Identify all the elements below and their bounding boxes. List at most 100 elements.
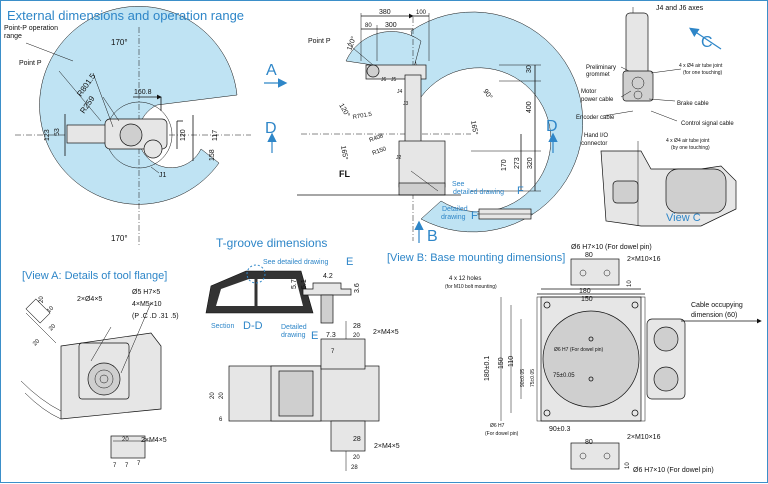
- vb-dim-80-top: 80: [585, 252, 593, 259]
- va-dim-7a: 7: [113, 463, 117, 469]
- vb-m10-top: 2×M10×16: [627, 256, 661, 263]
- va-holes-label: 2×Ø4×5: [77, 296, 102, 303]
- vb-cable-label-1: Cable occupying: [691, 302, 743, 309]
- vb-dowel-bottom: Ø6 H7×10 (For dowel pin): [633, 467, 714, 474]
- see-detail-e-letter: E: [346, 256, 353, 268]
- dim-380-label: 380: [379, 9, 391, 16]
- see-detail-e: See detailed drawing: [263, 259, 328, 266]
- vb-dim-90h: 90±0.3: [549, 426, 570, 433]
- base-circle: [542, 310, 640, 408]
- j1-label: J1: [159, 172, 167, 179]
- j3-label: J3: [403, 101, 409, 107]
- detailed-e-1: Detailed: [281, 324, 307, 331]
- middle-detail: 28 20 2×M4×5 7 28 20 2×M4×5 28 6 20 20: [210, 321, 400, 471]
- angle-120-left-label: 120°: [337, 102, 351, 119]
- mid-dim-28a: 28: [353, 323, 361, 330]
- marker-c: C: [701, 34, 713, 51]
- vb-dowel-top: Ø6 H7×10 (For dowel pin): [571, 244, 652, 251]
- marker-b: B: [427, 228, 438, 245]
- top-angle-label: 170°: [111, 38, 128, 47]
- air-tube-1-label: 4 x Ø4 air tube joint: [679, 63, 723, 69]
- va-dim-7b: 7: [125, 463, 129, 469]
- point-p-label: Point P: [19, 60, 42, 67]
- dim-170-label: 170: [501, 159, 508, 171]
- view-b: [View B: Base mounting dimensions] Ø6 H7…: [387, 244, 762, 474]
- view-a: [View A: Details of tool flange] 20 10 2…: [20, 270, 179, 469]
- dim-57-label: 5.7: [291, 279, 298, 289]
- mid-dim-7: 7: [331, 349, 335, 355]
- see-detail-f-2: detailed drawing: [453, 189, 504, 196]
- dim-300-label: 300: [385, 22, 397, 29]
- j6-label: J6: [381, 77, 387, 83]
- top-operation-range: [39, 6, 238, 205]
- mid-dim-20b: 20: [353, 455, 360, 461]
- va-dim-20d: 20: [122, 437, 129, 443]
- control-cable-label: Control signal cable: [681, 121, 734, 127]
- side-lower-arm: [404, 74, 422, 146]
- motor-cable-label-2: power cable: [581, 97, 614, 103]
- point-p-range-label: Point-P operation: [4, 25, 58, 32]
- mid-dim-20c: 20: [210, 392, 216, 399]
- vb-h7-left-sub: (For dowel pin): [485, 431, 519, 437]
- j2-label: J2: [396, 155, 402, 161]
- mid-dim-20a: 20: [353, 333, 360, 339]
- r408-label: R408: [369, 133, 385, 144]
- mid-m4a-label: 2×M4×5: [373, 329, 399, 336]
- va-dim-7c: 7: [137, 461, 141, 467]
- encoder-cable-label: Encoder cable: [576, 115, 615, 121]
- r150-label: R150: [372, 146, 388, 157]
- dim-273-label: 273: [514, 157, 521, 169]
- dim-160-label: 160.8: [134, 89, 152, 96]
- detailed-f-2: drawing: [441, 214, 466, 221]
- air-tube-2-sub: (by one touching): [671, 145, 710, 151]
- r7015-label: R701.5: [352, 112, 373, 121]
- heading-external-dimensions: External dimensions and operation range: [7, 8, 244, 23]
- motor-cable-label-1: Motor: [581, 89, 596, 95]
- detailed-f-1: Detailed: [442, 206, 468, 213]
- see-detail-f-letter: F: [517, 185, 524, 197]
- va-h7-label: Ø5 H7×5: [132, 289, 160, 296]
- brake-cable-label: Brake cable: [677, 101, 709, 107]
- view-c-arm: [625, 12, 649, 76]
- heading-t-groove: T-groove dimensions: [216, 236, 327, 250]
- air-tube-1-sub: (for one touching): [683, 70, 723, 76]
- angle-90-label: 90°: [481, 88, 494, 101]
- va-dim-20b: 20: [48, 323, 57, 332]
- dim-36-label: 3.6: [354, 283, 361, 293]
- detailed-f-letter: F: [471, 210, 478, 222]
- va-dim-10a: 10: [46, 305, 55, 314]
- vb-cable-label-2: dimension (60): [691, 312, 737, 319]
- va-m5-label: 4×M5×10: [132, 301, 162, 308]
- dim-42-label: 4.2: [323, 273, 333, 280]
- va-dim-20a: 20: [39, 296, 45, 303]
- point-p-range-label-2: range: [4, 33, 22, 40]
- marker-d-right: D: [546, 118, 558, 135]
- vb-dim-80-bottom: 80: [585, 439, 593, 446]
- section-label: Section: [211, 323, 234, 330]
- fl-label: FL: [339, 169, 350, 179]
- detailed-e-letter: E: [311, 330, 318, 342]
- mid-dim-20d: 20: [219, 392, 225, 399]
- see-detail-f-1: See: [452, 181, 465, 188]
- dim-73-label: 7.3: [326, 332, 336, 339]
- top-arm-tool: [66, 124, 108, 144]
- j5-label: J5: [391, 77, 397, 83]
- angle-165-right-label: 165°: [469, 120, 479, 136]
- mid-dim-28b: 28: [353, 436, 361, 443]
- vb-dim-110v: 110: [508, 356, 515, 367]
- vb-holes-label: 4 x 12 holes: [449, 276, 481, 282]
- grommet-label-1: Preliminary: [586, 65, 616, 71]
- dim-120-label: 120: [180, 129, 187, 141]
- vb-holes-sub: (for M10 bolt mounting): [445, 284, 497, 290]
- side-view: 380 100 80 300 Point P 120° 120° 90° 165…: [297, 9, 584, 241]
- dim-320-label: 320: [527, 157, 534, 169]
- va-m4-label: 2×M4×5: [141, 437, 167, 444]
- tool-flange: [87, 362, 121, 396]
- vb-dim-75h: 75±0.05: [553, 373, 575, 379]
- vb-m10-bottom: 2×M10×16: [627, 434, 661, 441]
- va-dim-20c: 20: [32, 338, 41, 347]
- t-groove: T-groove dimensions See detailed drawing…: [205, 236, 361, 342]
- hand-io-label-2: connector: [581, 141, 607, 147]
- vb-dim-75v: 75±0.05: [530, 369, 536, 387]
- dim-53-label: 53: [54, 128, 61, 136]
